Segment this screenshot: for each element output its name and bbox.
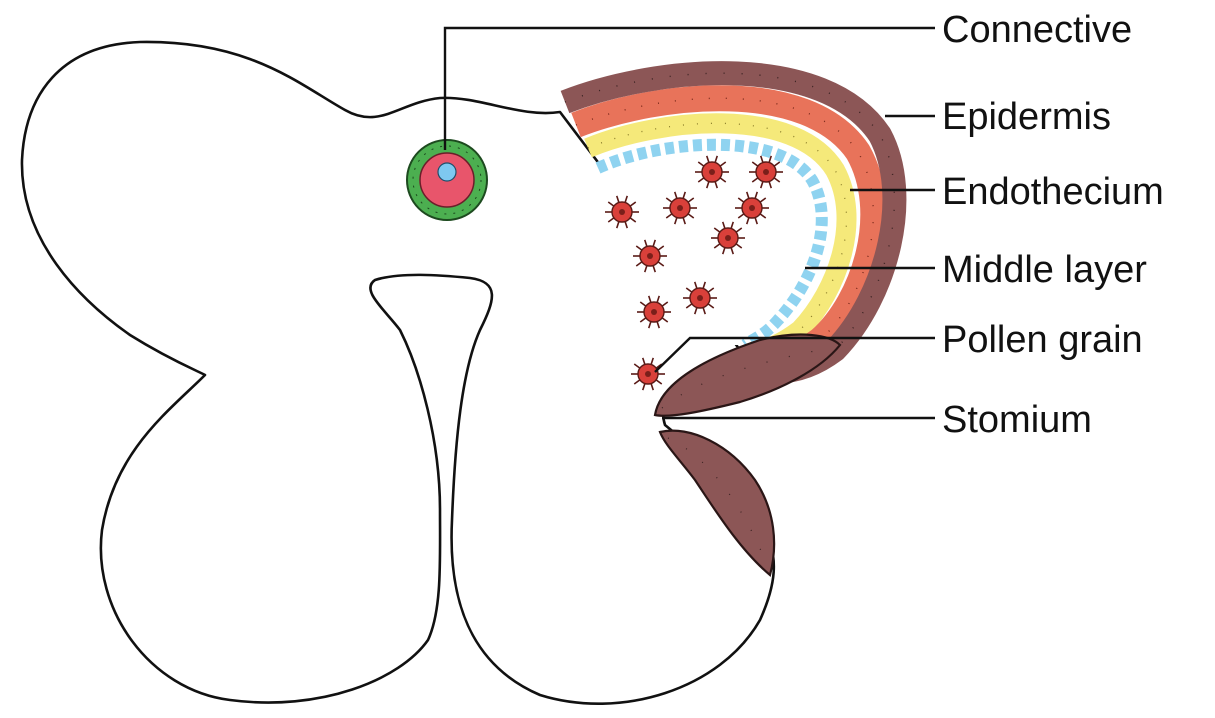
label-connective: Connective xyxy=(942,9,1132,51)
connective-bundle xyxy=(407,140,487,220)
label-epidermis: Epidermis xyxy=(942,96,1111,138)
label-pollen-grain: Pollen grain xyxy=(942,319,1143,361)
label-endothecium: Endothecium xyxy=(942,171,1164,213)
label-stomium: Stomium xyxy=(942,399,1092,441)
anther-outline xyxy=(22,42,774,704)
label-middle-layer: Middle layer xyxy=(942,249,1147,291)
